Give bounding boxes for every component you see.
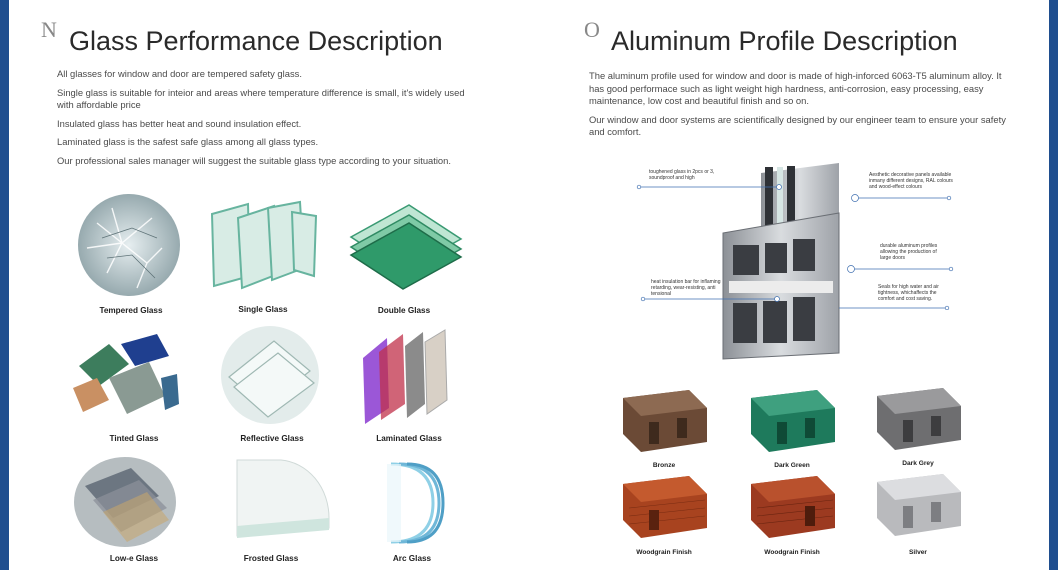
glass-type-label: Frosted Glass xyxy=(243,554,299,563)
glass-type-label: Reflective Glass xyxy=(240,434,304,443)
page-title: Glass Performance Description xyxy=(69,26,443,56)
tinted-glass-image xyxy=(73,334,179,414)
finish-label: Bronze xyxy=(652,462,676,469)
finish-label: Dark Green xyxy=(774,462,810,469)
callout-durable: durable aluminum profiles allowing the p… xyxy=(880,243,938,261)
glass-type-label: Double Glass xyxy=(377,306,431,315)
paragraph: The aluminum profile used for window and… xyxy=(589,70,1002,107)
frosted-glass-image xyxy=(236,459,330,538)
finish-label: Woodgrain Finish xyxy=(764,549,820,556)
callout-seals: Seals for high water and air tightness, … xyxy=(878,284,939,302)
section-letter: O xyxy=(584,17,600,42)
low-e-glass-image xyxy=(74,457,176,547)
double-glass-image xyxy=(349,204,463,290)
paragraph: Laminated glass is the safest safe glass… xyxy=(57,136,319,148)
section-letter: N xyxy=(41,17,57,42)
glass-type-label: Arc Glass xyxy=(392,554,432,563)
glass-type-label: Tempered Glass xyxy=(99,306,163,315)
callout-insulation: heat insulation bar for inflaming retard… xyxy=(651,279,721,297)
paragraph: Our window and door systems are scientif… xyxy=(589,113,1006,138)
description-text: The aluminum profile used for window and… xyxy=(589,70,1017,145)
finish-label: Dark Grey xyxy=(902,460,934,467)
glass-type-label: Low-e Glass xyxy=(109,554,159,563)
single-glass-image xyxy=(210,200,318,290)
laminated-glass-image xyxy=(363,329,448,424)
tempered-glass-image xyxy=(78,194,180,296)
finish-label: Woodgrain Finish xyxy=(636,549,692,556)
paragraph: Our professional sales manager will sugg… xyxy=(57,154,451,166)
glass-type-label: Single Glass xyxy=(238,305,288,314)
description-text: All glasses for window and door are temp… xyxy=(57,68,477,174)
arc-glass-image xyxy=(387,462,445,544)
woodgrain-profile-image xyxy=(751,476,835,538)
dark-green-profile-image xyxy=(751,390,835,452)
glass-type-label: Tinted Glass xyxy=(109,434,159,443)
callout-glass: toughened glass in 2pcs or 3, soundproof… xyxy=(649,169,715,181)
page-title: Aluminum Profile Description xyxy=(611,26,958,56)
aluminum-profile-cross-section xyxy=(722,163,840,360)
right-edge-bar xyxy=(1049,0,1058,570)
finish-label: Silver xyxy=(909,549,927,556)
paragraph: Insulated glass has better heat and soun… xyxy=(57,117,302,129)
dark-grey-profile-image xyxy=(877,388,961,450)
reflective-glass-image xyxy=(221,326,319,424)
woodgrain-profile-image xyxy=(623,476,707,538)
glass-type-label: Laminated Glass xyxy=(376,434,442,443)
callout-panels: Aesthetic decorative panels available in… xyxy=(869,172,953,190)
silver-profile-image xyxy=(877,474,961,536)
left-edge-bar xyxy=(0,0,9,570)
paragraph: All glasses for window and door are temp… xyxy=(57,68,302,79)
paragraph: Single glass is suitable for inteior and… xyxy=(57,86,465,111)
bronze-profile-image xyxy=(623,390,707,452)
callout-lines xyxy=(636,184,954,310)
